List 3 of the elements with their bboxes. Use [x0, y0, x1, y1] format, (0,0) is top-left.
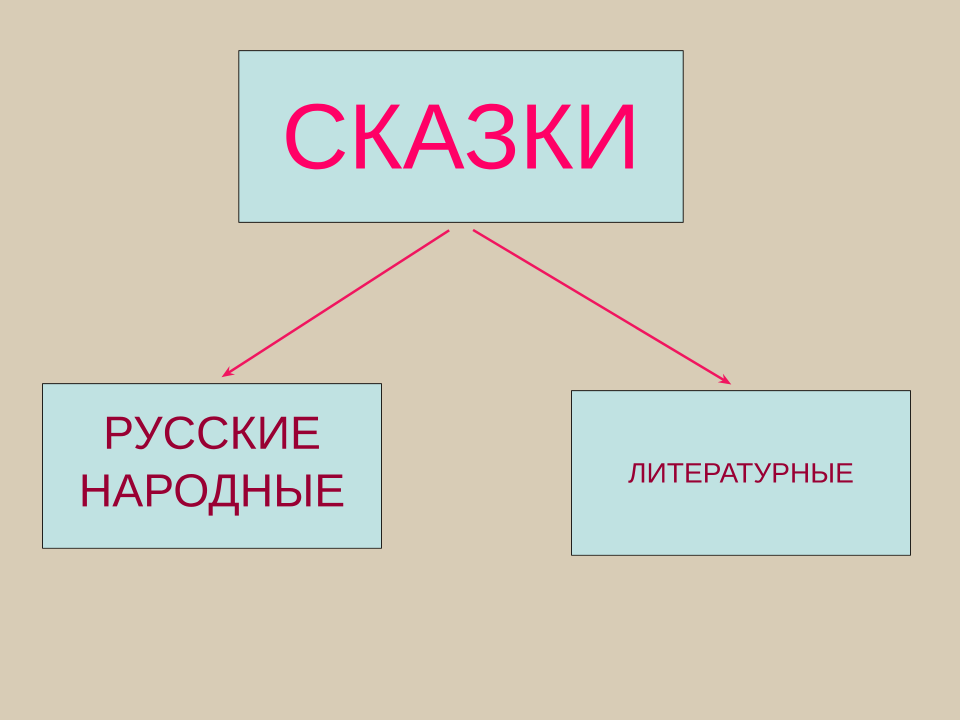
category-box: ЛИТЕРАТУРНЫЕ [571, 390, 911, 556]
category-box: СКАЗКИ [238, 50, 684, 223]
category-box: РУССКИЕ НАРОДНЫЕ [42, 383, 382, 549]
